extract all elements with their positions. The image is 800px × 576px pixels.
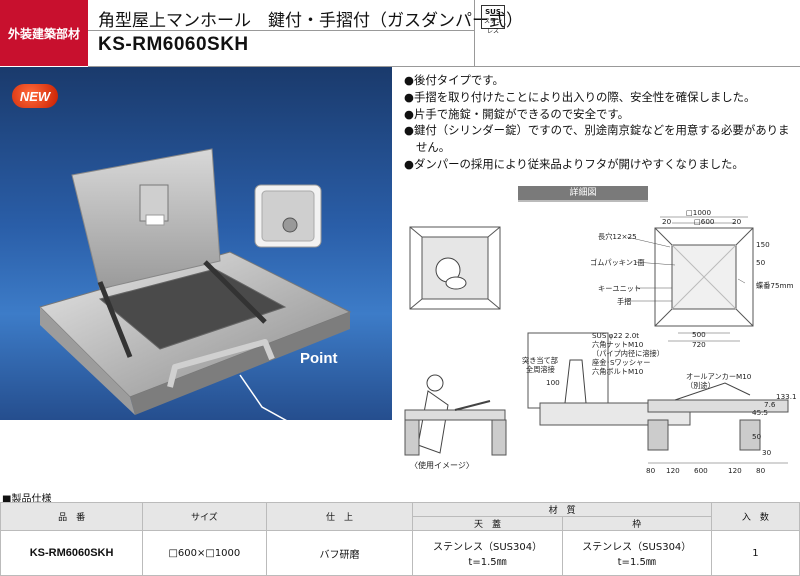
label-sus-pipe: SUS φ22 2.0t [592,331,640,340]
category-label: 外装建築部材 [0,0,88,66]
sus-badge: SUS ステンレス [481,5,505,35]
col-finish: 仕 上 [265,502,414,531]
detail-header-underline [518,200,648,202]
cell-lid-thickness: t=1.5㎜ [468,557,507,568]
header-divider-vertical [474,0,475,66]
col-qty: 入 数 [710,502,800,531]
label-washer: 座金･Sワッシャー [592,358,651,367]
cell-qty: 1 [710,530,800,576]
label-key-unit: キーユニット [598,284,642,293]
dim-bottom-120a: 120 [666,466,680,475]
dim-45-5: 45.5 [752,408,769,417]
col-material: 材 質 [412,502,712,517]
product-model: KS-RM6060SKH [98,34,249,55]
sus-badge-bottom: ステンレス [483,18,502,35]
header-divider [88,30,474,31]
feature-item: ●ダンパーの採用により従来品よりフタが開けやすくなりました。 [404,156,744,171]
dim-bottom-600: 600 [694,466,708,475]
dim-outer: □1000 [686,208,712,217]
plan-view [625,216,754,342]
dim-133-1: 133.1 [776,392,797,401]
header-frame [88,0,800,67]
cell-frame-thickness: t=1.5㎜ [617,557,656,568]
label-hex-bolt: 六角ボルトM10 [592,367,644,376]
label-hex-nut: 六角ナットM10 [592,340,644,349]
point-callout: Point [300,350,338,367]
dim-150: 150 [756,240,770,249]
label-gasket: ゴムパッキン1面 [590,258,645,267]
product-title: 角型屋上マンホール 鍵付・手摺付（ガスダンパー式） [98,11,523,31]
label-hex-nut-note: （パイプ内径に溶接） [592,349,664,358]
col-lid: 天 蓋 [412,516,563,531]
feature-item: ●手摺を取り付けたことにより出入りの際、安全性を確保しました。 [404,89,756,104]
dim-50a: 50 [756,258,766,267]
spec-table: 品 番 サイズ 仕 上 材 質 入 数 天 蓋 枠 KS-RM6060SKH □… [0,502,800,576]
sus-badge-top: SUS [485,8,501,16]
cell-model: KS-RM6060SKH [0,530,144,576]
detail-drawing [404,216,789,464]
cell-lid-material: ステンレス（SUS304） [432,542,543,553]
usage-topview [409,226,501,310]
dim-bottom-80a: 80 [646,466,656,475]
label-anchor: オールアンカーM10 [686,372,752,381]
dim-inner: □600 [694,217,715,226]
label-anchor-note: （別途） [686,381,715,390]
usage-caption: 〈使用イメージ〉 [410,461,474,470]
col-frame: 枠 [561,516,712,531]
label-weld: 全周溶接 [526,365,555,374]
col-size: サイズ [142,502,267,531]
dim-bottom-120b: 120 [728,466,742,475]
feature-item: ●後付タイプです。 [404,73,504,87]
new-badge: NEW [12,84,58,108]
dim-bottom-80b: 80 [756,466,766,475]
dim-30: 30 [762,448,772,457]
cell-lid: ステンレス（SUS304） t=1.5㎜ [412,530,563,576]
cell-size: □600×□1000 [142,530,267,576]
table-row: KS-RM6060SKH □600×□1000 バフ研磨 ステンレス（SUS30… [0,530,800,576]
spec-header-row: 品 番 サイズ 仕 上 材 質 入 数 [0,502,800,531]
col-item: 品 番 [0,502,144,531]
feature-item: ●片手で施錠・開錠ができるので安全です。 [404,106,629,121]
cell-frame-material: ステンレス（SUS304） [582,542,692,553]
dim-500: 500 [692,330,706,339]
label-stopper: 突き当て部 [522,356,558,365]
cell-frame: ステンレス（SUS304） t=1.5㎜ [561,530,712,576]
spec-title: ■製品仕様 [2,494,52,505]
dim-720: 720 [692,340,706,349]
dim-100: 100 [546,378,560,387]
detail-header: 詳細図 [518,186,648,200]
section-view [527,332,789,464]
label-handrail: 手摺 [617,297,632,306]
product-photo [0,67,392,420]
dim-50b: 50 [752,432,762,441]
feature-list: ●後付タイプです。 ●手摺を取り付けたことにより出入りの際、安全性を確保しました… [404,72,796,173]
cell-finish: バフ研磨 [265,530,414,576]
dim-20b: 20 [732,217,742,226]
manhole-illustration [39,148,352,420]
feature-item: ●鍵付（シリンダー錠）ですので、別途南京錠などを用意する必要がありません。 [404,123,790,155]
dim-7-6: 7.6 [764,400,776,409]
spec-subheader-row: 天 蓋 枠 [1,516,800,531]
usage-image [404,374,507,456]
label-slot: 長穴12×25 [598,232,637,241]
label-hinge: 蝶番75mm [756,281,794,290]
dim-20a: 20 [662,217,672,226]
